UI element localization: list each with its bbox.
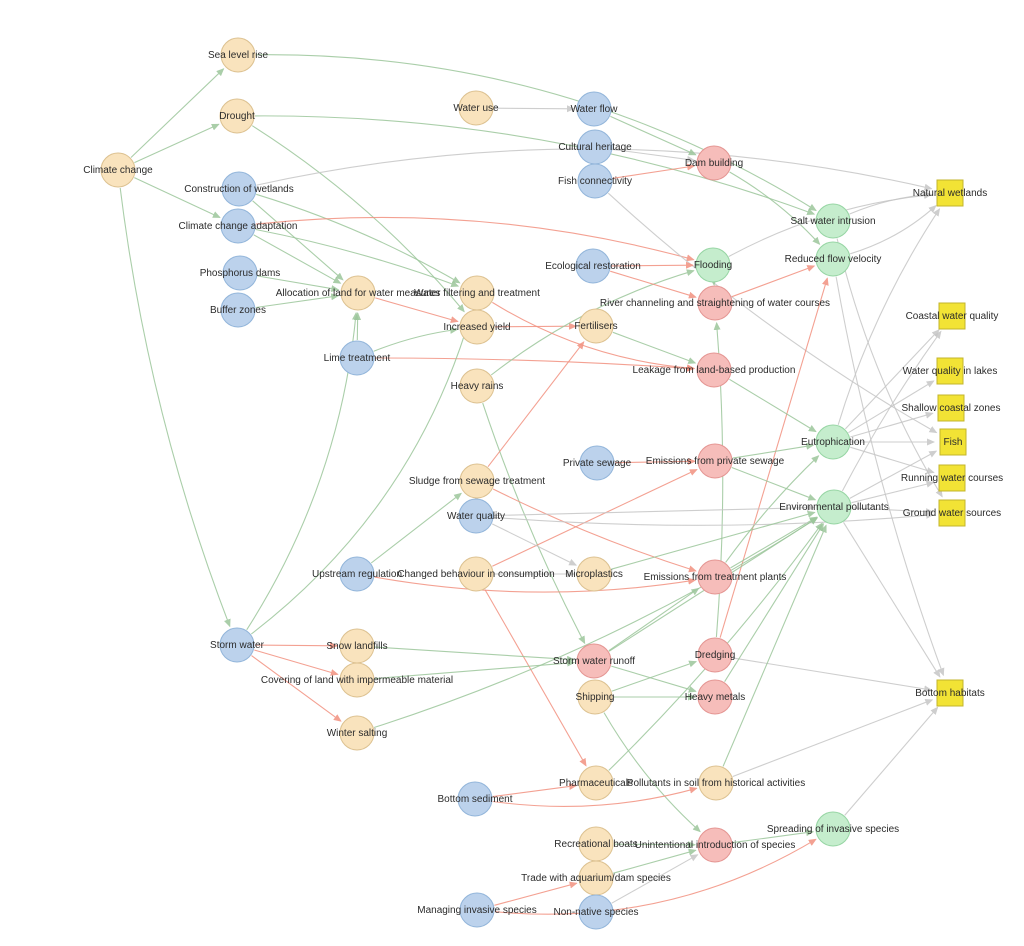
node-label-trade_aquarium: Trade with aquarium/dam species	[521, 873, 671, 884]
edge-storm_water--covering_land	[254, 650, 337, 674]
edge-upstream_regulation--sludge	[371, 493, 461, 563]
edge-env_pollutants--running_water	[852, 483, 934, 503]
edge-storm_water_runoff--emissions_treatment	[609, 588, 699, 650]
node-label-dam_building: Dam building	[685, 158, 743, 169]
node-label-cultural_heritage: Cultural heritage	[558, 142, 632, 153]
edge-river_channeling--reduced_flow_velocity	[732, 266, 814, 297]
node-label-emissions_treatment: Emissions from treatment plants	[644, 572, 787, 583]
node-label-salt_water_intrusion: Salt water intrusion	[790, 216, 875, 227]
node-label-ecological_restoration: Ecological restoration	[545, 261, 641, 272]
node-label-managing_invasive: Managing invasive species	[417, 905, 537, 916]
node-label-lime_treatment: Lime treatment	[324, 353, 391, 364]
edge-snow_landfills--storm_water_runoff	[375, 647, 574, 660]
node-label-buffer_zones: Buffer zones	[210, 305, 266, 316]
node-label-construction_wetlands: Construction of wetlands	[184, 184, 294, 195]
edge-water_use--water_flow	[494, 108, 574, 109]
node-label-pollutants_soil: Pollutants in soil from historical activ…	[627, 778, 805, 789]
node-label-ground_water: Ground water sources	[903, 508, 1001, 519]
node-label-recreational_boats: Recreational boats	[554, 839, 637, 850]
edge-climate_change--sea_level_rise	[131, 69, 224, 158]
node-label-pharmaceuticals: Pharmaceuticals	[559, 778, 633, 789]
node-label-water_use: Water use	[453, 103, 499, 114]
node-label-wq_lakes: Water quality in lakes	[903, 366, 998, 377]
node-label-shipping: Shipping	[576, 692, 615, 703]
edge-cc_adaptation--flooding	[256, 217, 694, 259]
edge-climate_change--storm_water	[120, 188, 230, 626]
node-label-natural_wetlands: Natural wetlands	[913, 188, 987, 199]
edge-storm_water--winter_salting	[252, 656, 341, 722]
edge-pollutants_soil--env_pollutants	[723, 525, 826, 766]
node-label-private_sewage: Private sewage	[563, 458, 632, 469]
node-label-increased_yield: Increased yield	[443, 322, 510, 333]
edge-ecological_restoration--river_channeling	[610, 271, 696, 297]
node-label-microplastics: Microplastics	[565, 569, 623, 580]
node-label-heavy_metals: Heavy metals	[685, 692, 746, 703]
edge-fish_connectivity--fish	[608, 193, 936, 432]
edge-heavy_rains--storm_water_runoff	[483, 403, 585, 643]
edge-shipping--unintentional_intro	[604, 713, 700, 832]
label-layer: Climate change Sea level riseDroughtConst…	[83, 50, 1003, 918]
node-label-bottom_sediment: Bottom sediment	[437, 794, 512, 805]
edge-eutrophication--shallow_coastal	[850, 413, 932, 437]
node-label-dredging: Dredging	[695, 650, 736, 661]
node-label-water_filtering: Water filtering and treatment	[414, 288, 540, 299]
node-label-drought: Drought	[219, 111, 255, 122]
edge-env_pollutants--bottom_habitats	[844, 522, 940, 677]
node-label-water_flow: Water flow	[571, 104, 619, 115]
node-label-bottom_habitats: Bottom habitats	[915, 688, 984, 699]
edge-allocation_land--increased_yield	[375, 298, 458, 322]
node-label-changed_behaviour: Changed behaviour in consumption	[397, 569, 554, 580]
node-label-upstream_regulation: Upstream regulation	[312, 569, 402, 580]
edge-sea_level_rise--salt_water_intrusion	[256, 55, 816, 211]
node-label-river_channeling: River channeling and straightening of wa…	[600, 298, 830, 309]
node-label-env_pollutants: Environmental pollutants	[779, 502, 889, 513]
edge-heavy_metals--env_pollutants	[725, 524, 824, 682]
edge-storm_water--snow_landfills	[255, 645, 337, 646]
node-label-emissions_private: Emissions from private sewage	[646, 456, 785, 467]
edge-fertilisers--leakage_production	[613, 332, 695, 363]
node-label-shallow_coastal: Shallow coastal zones	[902, 403, 1001, 414]
node-label-covering_land: Covering of land with impermeable materi…	[261, 675, 453, 686]
node-label-water_quality: Water quality	[447, 511, 505, 522]
node-label-fish: Fish	[944, 437, 963, 448]
edge-reduced_flow_velocity--natural_wetlands	[850, 206, 936, 254]
node-label-eutrophication: Eutrophication	[801, 437, 865, 448]
node-label-fish_connectivity: Fish connectivity	[558, 176, 632, 187]
node-label-heavy_rains: Heavy rains	[451, 381, 504, 392]
edge-climate_change--drought	[134, 124, 218, 162]
edge-leakage_production--eutrophication	[729, 379, 816, 431]
edge-managing_invasive--trade_aquarium	[494, 883, 576, 905]
edge-trade_aquarium--unintentional_intro	[613, 850, 695, 873]
node-label-snow_landfills: Snow landfills	[326, 641, 387, 652]
node-label-non_native: Non-native species	[553, 907, 638, 918]
node-label-winter_salting: Winter salting	[327, 728, 388, 739]
node-label-fertilisers: Fertilisers	[574, 321, 617, 332]
edge-storm_water_runoff--heavy_metals	[611, 666, 696, 691]
node-label-storm_water_runoff: Storm water runoff	[553, 656, 635, 667]
edge-emissions_private--env_pollutants	[732, 468, 816, 500]
node-label-climate_change: Climate change	[83, 165, 153, 176]
node-label-storm_water: Storm water	[210, 640, 265, 651]
edge-pollutants_soil--bottom_habitats	[733, 700, 933, 777]
node-label-coastal_water_quality: Coastal water quality	[906, 311, 999, 322]
node-label-flooding: Flooding	[694, 260, 732, 271]
node-label-cc_adaptation: Climate change adaptation	[179, 221, 298, 232]
node-label-leakage_production: Leakage from land-based production	[633, 365, 796, 376]
node-label-sea_level_rise: Sea level rise	[208, 50, 268, 61]
edge-eutrophication--coastal_water_quality	[845, 330, 939, 429]
node-label-phosphorus_dams: Phosphorus dams	[200, 268, 281, 279]
node-label-sludge: Sludge from sewage treatment	[409, 476, 545, 487]
node-label-running_water: Running water courses	[901, 473, 1003, 484]
edge-water_quality--microplastics	[492, 524, 576, 565]
edge-construction_wetlands--water_filtering	[256, 194, 460, 283]
node-label-unintentional_intro: Unintentional introduction of species	[635, 840, 796, 851]
edge-dam_building--reduced_flow_velocity	[730, 172, 820, 244]
node-label-spreading_invasive: Spreading of invasive species	[767, 824, 899, 835]
edge-spreading_invasive--bottom_habitats	[845, 707, 938, 815]
node-label-reduced_flow_velocity: Reduced flow velocity	[785, 254, 882, 265]
